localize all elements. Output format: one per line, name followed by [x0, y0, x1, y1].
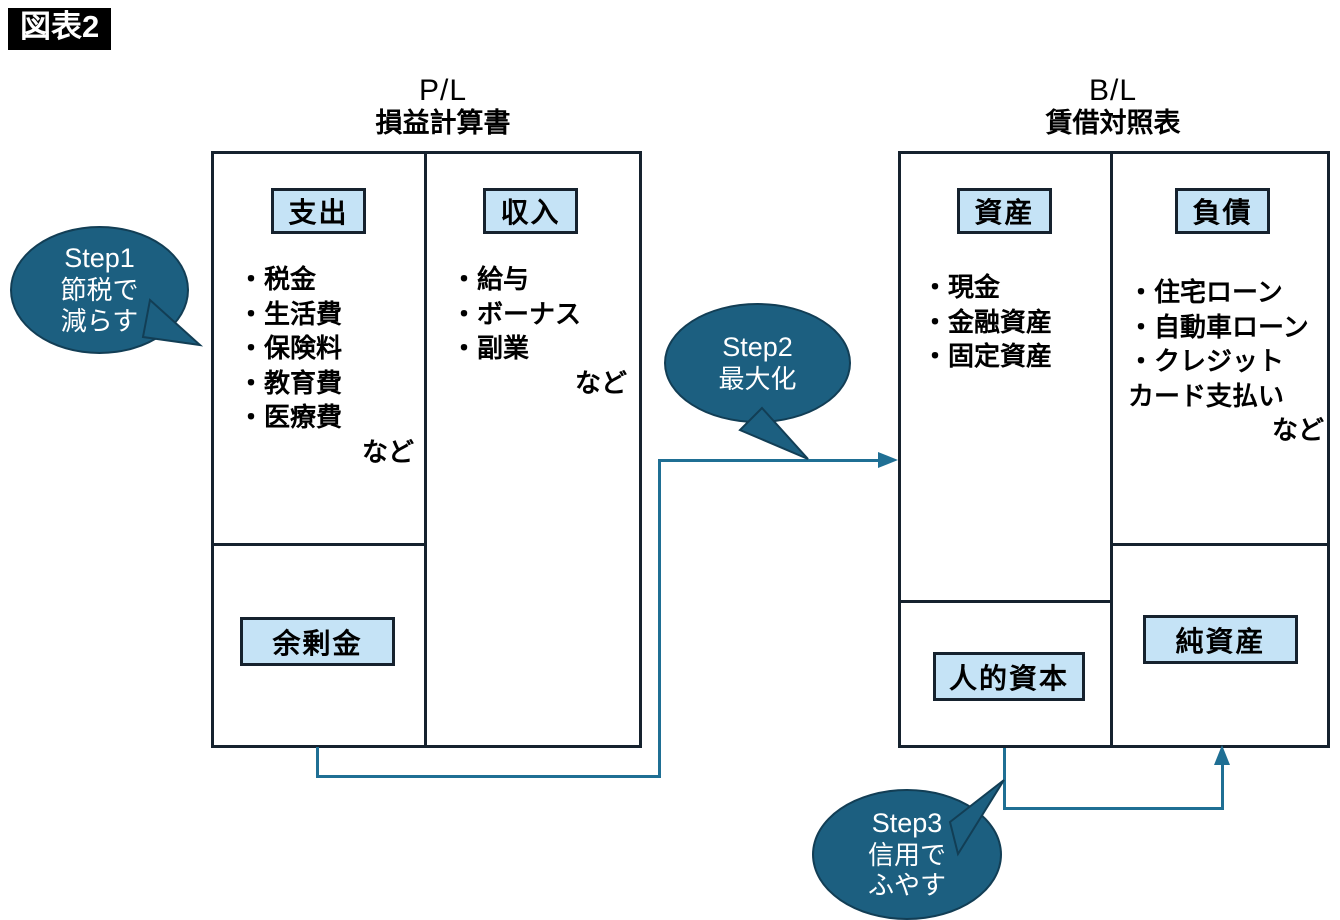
list-item: ・自動車ローン: [1128, 311, 1309, 342]
pl-column-divider: [424, 151, 427, 748]
list-item: ・生活費: [238, 298, 343, 329]
pl-name: 損益計算書: [375, 107, 511, 138]
bl-liability-list: ・住宅ローン ・自動車ローン ・クレジット カード支払い など: [1128, 275, 1328, 448]
list-item: ・税金: [238, 264, 317, 294]
list-etc: など: [361, 436, 414, 467]
step2-line2: 最大化: [718, 363, 797, 394]
step2-bubble[interactable]: Step2 最大化: [664, 303, 851, 423]
step1-line3: 減らす: [60, 305, 139, 336]
pl-income-list: ・給与 ・ボーナス ・副業 など: [451, 262, 631, 400]
pl-title: P/L 損益計算書: [243, 74, 643, 138]
list-item-continuation: カード支払い: [1128, 380, 1285, 411]
bl-right-row-divider: [1110, 543, 1330, 546]
list-item: ・住宅ローン: [1128, 277, 1283, 307]
list-item: ・ボーナス: [451, 298, 582, 329]
list-item: ・教育費: [238, 367, 343, 398]
list-item: ・給与: [451, 264, 530, 294]
pl-surplus-caption: 余剰金: [240, 617, 395, 666]
step2-label: Step2: [722, 331, 793, 362]
connector-surplus-right: [316, 775, 661, 778]
step3-line3: ふやす: [867, 870, 946, 901]
bl-asset-list: ・現金 ・金融資産 ・固定資産: [922, 270, 1112, 374]
list-item: ・現金: [922, 272, 1001, 302]
bl-abbreviation: B/L: [1088, 74, 1138, 107]
list-item: ・医療費: [238, 402, 343, 433]
step3-line2: 信用で: [867, 839, 946, 870]
bl-asset-caption: 資産: [957, 188, 1052, 234]
pl-income-caption: 収入: [483, 188, 578, 234]
bl-column-divider: [1110, 151, 1113, 748]
step3-bubble[interactable]: Step3 信用で ふやす: [812, 789, 1002, 920]
list-etc: など: [574, 367, 627, 398]
list-item: ・副業: [451, 333, 530, 364]
connector-step3-right: [1003, 807, 1224, 810]
figure-badge: 図表2: [8, 8, 112, 50]
list-etc: など: [1271, 415, 1324, 446]
connector-surplus-down: [316, 747, 319, 778]
pl-abbreviation: P/L: [418, 74, 468, 107]
step1-label: Step1: [64, 243, 135, 274]
bl-liability-caption: 負債: [1175, 188, 1270, 234]
pl-left-row-divider: [211, 543, 427, 546]
step1-bubble[interactable]: Step1 節税で 減らす: [10, 226, 189, 354]
list-item: ・固定資産: [922, 341, 1053, 372]
pl-expense-caption: 支出: [271, 188, 366, 234]
bl-net-worth-caption: 純資産: [1143, 615, 1298, 664]
list-item: ・金融資産: [922, 306, 1053, 337]
list-item: ・保険料: [238, 333, 343, 364]
step3-label: Step3: [871, 807, 943, 838]
connector-step2-up: [658, 459, 661, 777]
connector-step2-right: [658, 459, 890, 462]
pl-expense-list: ・税金 ・生活費 ・保険料 ・教育費 ・医療費 など: [238, 262, 418, 469]
connector-human-capital-down: [1003, 748, 1006, 810]
connector-step3-up: [1221, 758, 1224, 808]
bl-left-row-divider: [898, 600, 1113, 603]
bl-name: 賃借対照表: [1045, 107, 1181, 138]
list-item: ・クレジット: [1128, 346, 1285, 377]
bl-title: B/L 賃借対照表: [913, 74, 1313, 138]
step1-line2: 節税で: [60, 275, 139, 306]
bl-human-capital-caption: 人的資本: [933, 652, 1085, 701]
